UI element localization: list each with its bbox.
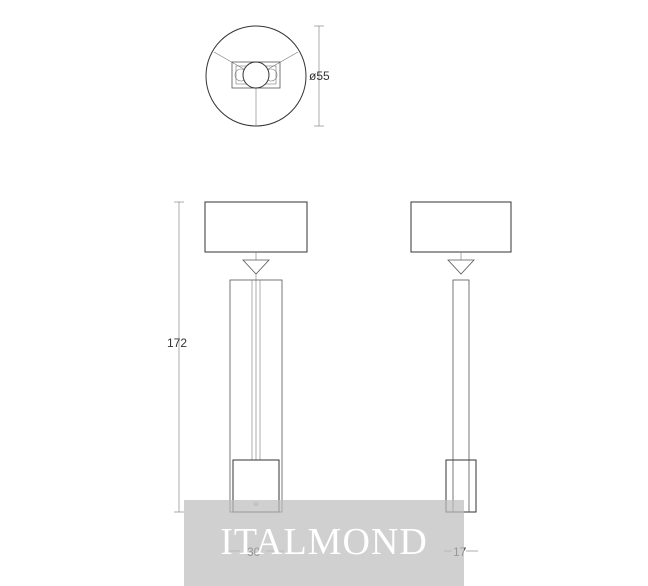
top-view: ø55: [205, 25, 330, 127]
stem-top: [242, 61, 270, 89]
height-label: 172: [167, 336, 187, 350]
lampshade-side: [410, 201, 512, 253]
front-view: 172: [167, 201, 308, 513]
watermark-text: ITALMOND: [220, 521, 428, 563]
watermark: ITALMOND: [184, 500, 464, 586]
column-side: [452, 279, 470, 513]
shade-holder-side: [447, 259, 475, 275]
shade-holder-front: [242, 259, 270, 275]
diameter-label: ø55: [309, 69, 330, 83]
lampshade-front: [204, 201, 308, 253]
side-view: [410, 201, 512, 513]
